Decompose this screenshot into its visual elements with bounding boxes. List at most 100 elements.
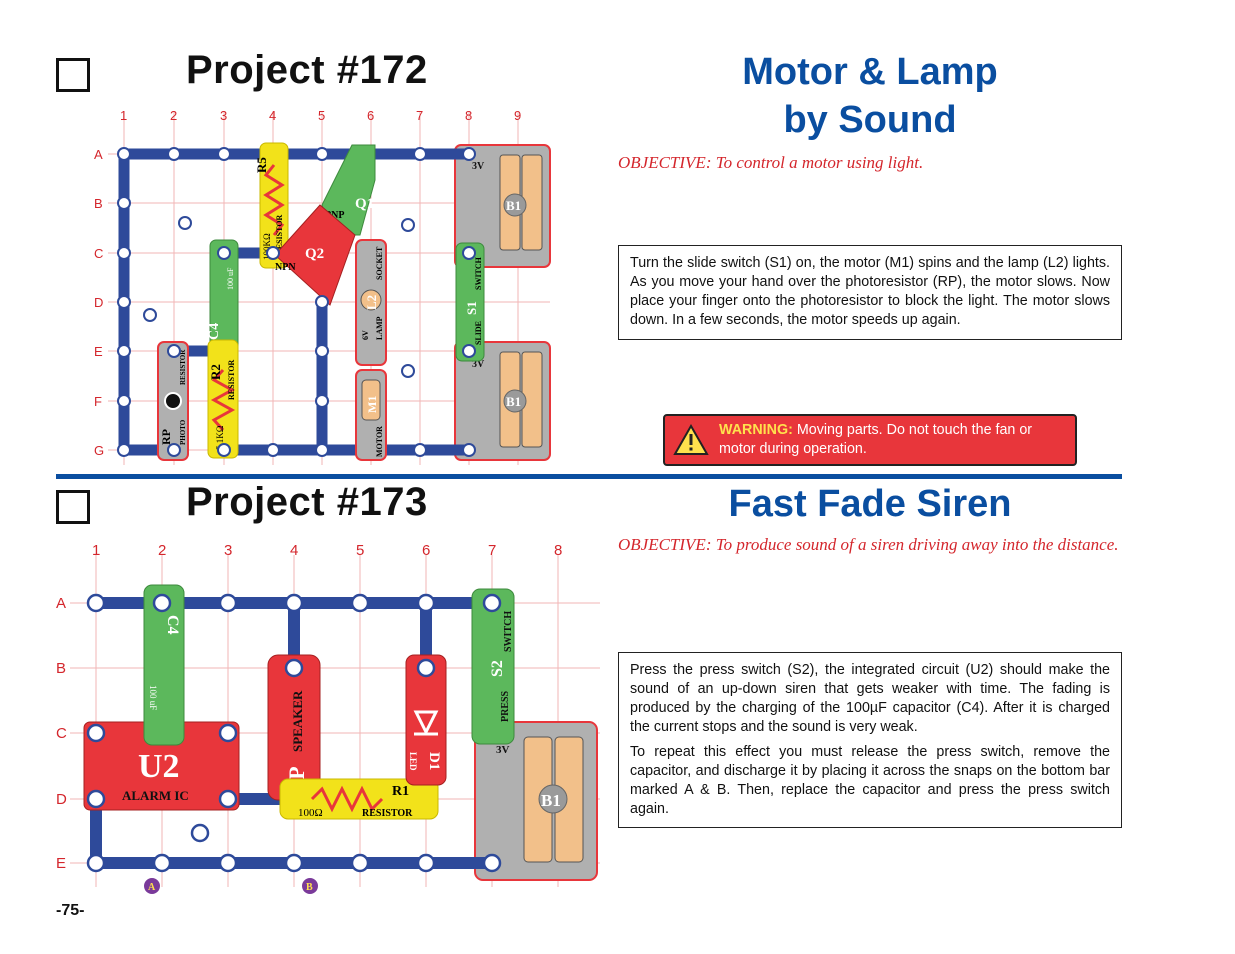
- u2-type: ALARM IC: [122, 788, 189, 803]
- project-172-name-line2: by Sound: [783, 99, 957, 141]
- l2-volts: 6V: [361, 330, 370, 340]
- warning-label: WARNING:: [719, 422, 793, 438]
- l2-label: L2: [364, 295, 379, 310]
- col-label: 1: [120, 108, 127, 123]
- warning-message: Moving parts. Do not touch the fan or mo…: [719, 422, 1033, 457]
- l2-type: LAMP: [375, 316, 384, 340]
- project-172-description-text: Turn the slide switch (S1) on, the motor…: [630, 255, 1110, 328]
- marker-b-label: B: [306, 882, 313, 893]
- u2-label: U2: [138, 748, 180, 785]
- col-label: 4: [269, 108, 276, 123]
- row-label: E: [94, 344, 103, 359]
- s2-press: PRESS: [500, 690, 511, 722]
- alarm-ic-u2: U2 ALARM IC: [83, 721, 240, 811]
- grid-row-labels: A B C D E F G: [94, 147, 104, 458]
- col-label: 6: [422, 542, 430, 559]
- r2-label: R2: [208, 364, 223, 380]
- project-172-description: Turn the slide switch (S1) on, the motor…: [618, 245, 1122, 340]
- row-label: C: [94, 246, 103, 261]
- d1-type: LED: [408, 752, 418, 771]
- marker-a-label: A: [148, 882, 156, 893]
- col-label: 3: [220, 108, 227, 123]
- photoresistor-rp: RP PHOTO RESISTOR: [157, 341, 189, 461]
- motor-m1: M1 MOTOR: [355, 369, 387, 461]
- col-label: 5: [318, 108, 325, 123]
- project-172-objective: OBJECTIVE: To control a motor using ligh…: [618, 153, 924, 172]
- resistor-r1: R1 100Ω RESISTOR: [279, 778, 439, 820]
- b1-volts: 3V: [472, 359, 485, 370]
- battery-b1-top: B1 3V: [454, 144, 551, 268]
- transistor-q1: Q1 PNP: [321, 144, 376, 236]
- col-label: 4: [290, 542, 298, 559]
- r5-label: R5: [254, 157, 269, 173]
- project-172-circuit-diagram: 1 2 3 4 5 6 7 8 9 A B C D E F G B1 3V B1…: [94, 108, 551, 465]
- marker-b: B: [302, 878, 318, 894]
- battery-b1: B1 3V: [474, 721, 598, 881]
- s2-label: S2: [489, 660, 506, 677]
- battery-b1-bottom: B1 3V: [454, 341, 551, 461]
- row-label: E: [56, 855, 66, 872]
- s2-type: SWITCH: [503, 611, 514, 652]
- col-label: 6: [367, 108, 374, 123]
- col-label: 9: [514, 108, 521, 123]
- project-173-description: Press the press switch (S2), the integra…: [618, 652, 1122, 828]
- project-173-objective: OBJECTIVE: To produce sound of a siren d…: [618, 535, 1119, 554]
- s1-label: S1: [464, 301, 479, 315]
- row-label: F: [94, 394, 102, 409]
- project-172-title: Project #172: [186, 48, 428, 92]
- project-173-title: Project #173: [186, 480, 428, 524]
- b1-label: B1: [506, 198, 521, 213]
- snap-points: [86, 593, 502, 873]
- q1-type: PNP: [325, 210, 344, 221]
- col-label: 7: [488, 542, 496, 559]
- project-173-circuit-diagram: 1 2 3 4 5 6 7 8 A B C D E B1 3V U2 ALARM…: [56, 542, 600, 894]
- b1-label: B1: [541, 791, 561, 810]
- col-label: 1: [92, 542, 100, 559]
- warning-text: WARNING: Moving parts. Do not touch the …: [719, 421, 1069, 459]
- b1-label: B1: [506, 394, 521, 409]
- speaker-sp: SP SPEAKER: [267, 654, 321, 801]
- col-label: 2: [170, 108, 177, 123]
- capacitor-c4: C4 100 uF: [143, 584, 185, 746]
- project-172-checkbox[interactable]: [56, 58, 90, 92]
- project-173-description-p1: Press the press switch (S2), the integra…: [630, 662, 1110, 735]
- s1-slide: SLIDE: [474, 321, 483, 345]
- resistor-r5: R5 RESISTOR 100KΩ: [254, 142, 289, 269]
- project-173-name: Fast Fade Siren: [728, 483, 1012, 525]
- row-label: B: [94, 196, 103, 211]
- row-label: B: [56, 660, 66, 677]
- row-label: A: [56, 595, 66, 612]
- col-label: 5: [356, 542, 364, 559]
- led-d1: D1 LED: [405, 654, 447, 786]
- project-173-description-p2: To repeat this effect you must release t…: [630, 744, 1110, 817]
- row-label: A: [94, 147, 103, 162]
- rp-type: PHOTO: [179, 419, 187, 445]
- c4-label: C4: [164, 615, 181, 635]
- grid-column-labels: 1 2 3 4 5 6 7 8: [92, 542, 562, 559]
- page-number: -75-: [56, 902, 85, 919]
- switch-s1: S1 SWITCH SLIDE: [455, 242, 485, 362]
- row-label: D: [94, 295, 103, 310]
- r1-type: RESISTOR: [362, 808, 413, 819]
- project-173-checkbox[interactable]: [56, 490, 90, 524]
- project-172-name: Motor & Lamp by Sound: [660, 48, 1080, 144]
- r5-value: 100KΩ: [262, 233, 272, 260]
- s1-type: SWITCH: [474, 256, 483, 290]
- sp-type: SPEAKER: [290, 690, 305, 752]
- warning-triangle-icon: [673, 424, 709, 455]
- warning-box: WARNING: Moving parts. Do not touch the …: [663, 414, 1077, 466]
- l2-socket: SOCKET: [375, 246, 384, 280]
- r2-type: RESISTOR: [227, 359, 236, 400]
- row-label: G: [94, 443, 104, 458]
- lamp-l2: L2 SOCKET LAMP 6V: [355, 239, 387, 366]
- project-172-name-line1: Motor & Lamp: [742, 51, 998, 93]
- resistor-r2: R2 RESISTOR 5.1KΩ: [207, 339, 239, 459]
- c4-value: 100 uF: [148, 685, 158, 710]
- m1-label: M1: [365, 396, 379, 413]
- row-label: D: [56, 791, 67, 808]
- q1-label: Q1: [355, 196, 374, 212]
- capacitor-c4: C4 100 uF: [207, 239, 239, 366]
- rp-label: RP: [159, 429, 173, 445]
- r1-value: 100Ω: [298, 807, 323, 819]
- col-label: 8: [465, 108, 472, 123]
